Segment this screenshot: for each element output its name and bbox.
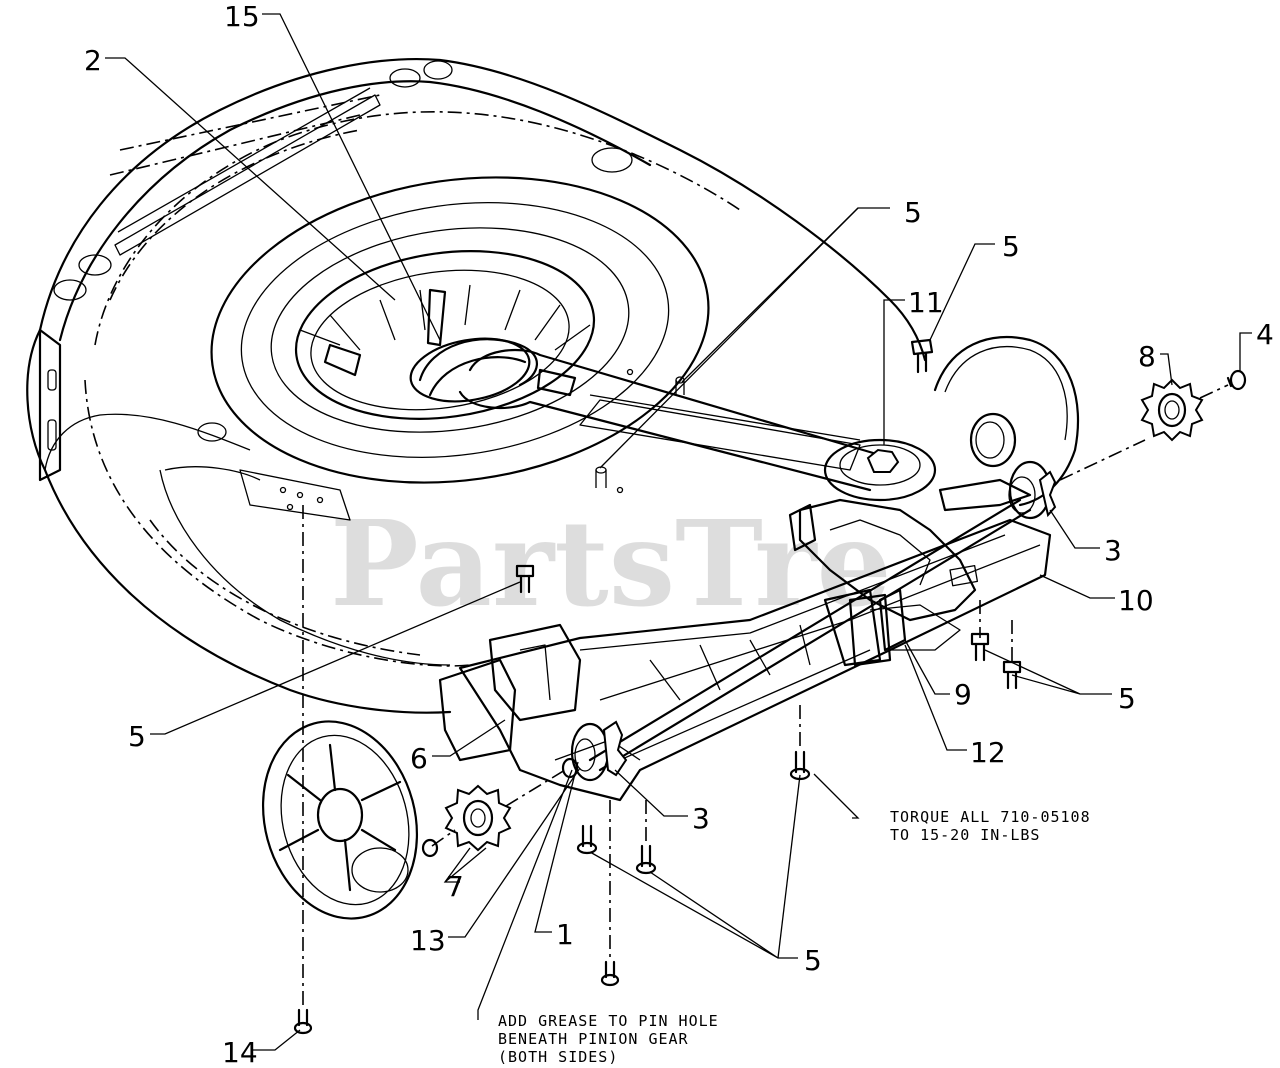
callout-15: 15 [224, 0, 260, 33]
leader-lines [105, 13, 1252, 1051]
callout-12: 12 [970, 736, 1006, 769]
gear-7 [444, 784, 512, 852]
callout-labels: 15 2 5 5 11 4 8 3 10 5 9 12 5 6 3 7 13 1… [84, 0, 1274, 1068]
gear-8 [1140, 378, 1204, 442]
right-wheel [933, 336, 1080, 507]
grease-note-line1: ADD GREASE TO PIN HOLE [498, 1012, 719, 1030]
callout-5-belt: 5 [904, 196, 922, 229]
callout-10: 10 [1118, 584, 1154, 617]
left-wheel [261, 720, 439, 920]
assembly-axes [302, 384, 1229, 1008]
watermark: PartsTre [330, 494, 892, 633]
callout-4: 4 [1256, 318, 1274, 351]
mower-deck [26, 57, 927, 714]
torque-note-line1: TORQUE ALL 710-05108 [890, 808, 1091, 826]
screws-bottom [293, 564, 1022, 1035]
right-pinion-gear [1008, 460, 1057, 520]
screw-4 [1226, 369, 1247, 391]
callout-1: 1 [556, 918, 574, 951]
transmission-assembly [788, 438, 1032, 667]
torque-note: TORQUE ALL 710-05108 TO 15-20 IN-LBS [890, 808, 1091, 844]
callout-9: 9 [954, 678, 972, 711]
callout-5-bolt: 5 [1002, 230, 1020, 263]
callout-11: 11 [908, 286, 944, 319]
callout-5-left: 5 [128, 720, 146, 753]
axle-housing [438, 498, 1052, 802]
grease-note: ADD GREASE TO PIN HOLE BENEATH PINION GE… [498, 1012, 719, 1066]
callout-3-right: 3 [1104, 534, 1122, 567]
callout-8: 8 [1138, 340, 1156, 373]
bolt-top [910, 338, 934, 374]
callout-13: 13 [410, 924, 446, 957]
callout-5-right: 5 [1118, 682, 1136, 715]
torque-note-line2: TO 15-20 IN-LBS [890, 826, 1040, 844]
left-pinion-gear [561, 720, 628, 782]
callout-2: 2 [84, 44, 102, 77]
grease-note-line3: (BOTH SIDES) [498, 1048, 618, 1066]
callout-3-left: 3 [692, 802, 710, 835]
callout-5-bottom: 5 [804, 944, 822, 977]
callout-14: 14 [222, 1036, 258, 1068]
callout-7: 7 [446, 870, 464, 903]
grease-note-line2: BENEATH PINION GEAR [498, 1030, 689, 1048]
drive-belt [458, 348, 882, 492]
callout-6: 6 [410, 742, 428, 775]
